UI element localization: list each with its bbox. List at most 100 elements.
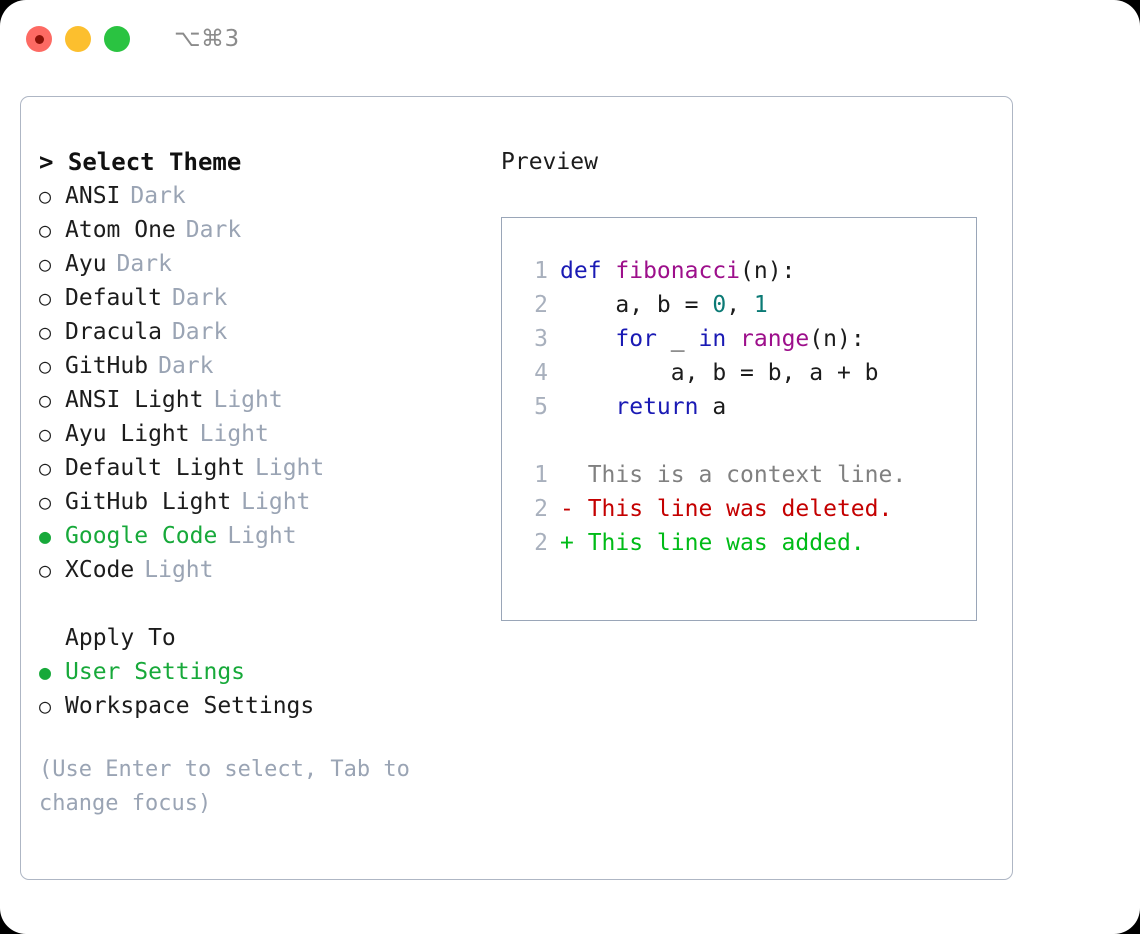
theme-variant-badge: Light — [255, 455, 325, 481]
diff-line: 2 - This line was deleted. — [514, 492, 976, 526]
theme-option-google-code[interactable]: ● Google Code Light — [39, 519, 499, 553]
code-token-kw: for — [615, 326, 657, 352]
code-line-content: for _ in range(n): — [560, 322, 865, 356]
apply-to-option-label: User Settings — [65, 659, 246, 685]
theme-variant-badge: Light — [199, 421, 269, 447]
theme-option-label: Atom One — [65, 217, 176, 243]
theme-option-label: Google Code — [65, 523, 218, 549]
keyboard-shortcut-label: ⌥⌘3 — [174, 26, 240, 52]
code-line-content: a, b = 0, 1 — [560, 288, 768, 322]
list-spacer — [39, 587, 499, 621]
theme-option-label: Ayu Light — [65, 421, 190, 447]
theme-option-atom-one[interactable]: ○ Atom One Dark — [39, 213, 499, 247]
theme-variant-badge: Dark — [158, 353, 214, 379]
theme-option-label: Dracula — [65, 319, 162, 345]
apply-to-heading: Apply To — [65, 625, 176, 651]
radio-unselected-icon: ○ — [39, 286, 52, 310]
maximize-button[interactable] — [104, 26, 130, 52]
line-number: 3 — [534, 326, 548, 352]
theme-variant-badge: Dark — [130, 183, 186, 209]
code-token-fn: fibonacci — [615, 258, 741, 284]
radio-unselected-icon: ○ — [39, 252, 52, 276]
line-number: 1 — [534, 462, 548, 488]
theme-option-label: ANSI Light — [65, 387, 204, 413]
code-token-txt: (n): — [809, 326, 865, 352]
radio-unselected-icon: ○ — [39, 694, 52, 718]
theme-option-label: ANSI — [65, 183, 121, 209]
theme-variant-badge: Dark — [171, 319, 228, 345]
code-line-content: return a — [560, 390, 726, 424]
radio-unselected-icon: ○ — [39, 490, 52, 514]
diff-sample: 1 This is a context line. 2 - This line wa… — [514, 458, 976, 560]
code-line-content: This is a context line. — [560, 458, 907, 492]
line-number: 2 — [534, 292, 548, 318]
code-token-kw: return — [615, 394, 699, 420]
apply-to-list: ● User Settings ○ Workspace Settings — [39, 655, 499, 723]
code-token-txt: , — [726, 292, 754, 318]
theme-variant-badge: Light — [227, 523, 297, 549]
minimize-button[interactable] — [65, 26, 91, 52]
close-button[interactable] — [26, 26, 52, 52]
radio-unselected-icon: ○ — [39, 558, 52, 582]
line-number: 4 — [534, 360, 548, 386]
line-number: 5 — [534, 394, 548, 420]
code-token-txt: a, b = — [560, 292, 713, 318]
apply-to-option-user-settings[interactable]: ● User Settings — [39, 655, 499, 689]
code-line: 3 for _ in range(n): — [514, 322, 976, 356]
code-token-num: 1 — [753, 292, 768, 318]
code-token-txt — [726, 326, 740, 352]
window-controls — [26, 26, 130, 52]
theme-option-github-light[interactable]: ○ GitHub Light Light — [39, 485, 499, 519]
apply-to-option-label: Workspace Settings — [65, 693, 315, 719]
code-token-num: 0 — [712, 292, 727, 318]
theme-option-xcode[interactable]: ○ XCode Light — [39, 553, 499, 587]
theme-variant-badge: Light — [144, 557, 214, 583]
code-line: 2 a, b = 0, 1 — [514, 288, 976, 322]
line-number: 2 — [534, 496, 548, 522]
theme-variant-badge: Dark — [185, 217, 242, 243]
theme-option-label: GitHub Light — [65, 489, 232, 515]
theme-option-label: GitHub — [65, 353, 149, 379]
code-token-del: - This line was deleted. — [560, 496, 893, 522]
code-line: 5 return a — [514, 390, 976, 424]
preview-title: Preview — [501, 149, 598, 175]
theme-variant-badge: Light — [241, 489, 311, 515]
radio-selected-icon: ● — [39, 660, 52, 684]
code-token-txt: a, b = b, a + b — [560, 360, 879, 386]
theme-option-label: Default — [65, 285, 162, 311]
radio-unselected-icon: ○ — [39, 218, 52, 242]
title-bar: ⌥⌘3 — [0, 0, 1140, 78]
radio-unselected-icon: ○ — [39, 388, 52, 412]
code-line-content: - This line was deleted. — [560, 492, 892, 526]
keyboard-hint: (Use Enter to select, Tab to change focu… — [39, 757, 410, 816]
apply-to-option-workspace-settings[interactable]: ○ Workspace Settings — [39, 689, 499, 723]
line-number: 1 — [534, 258, 548, 284]
code-token-txt: (n): — [740, 258, 796, 284]
code-line-content: def fibonacci(n): — [560, 254, 795, 288]
code-line: 4 a, b = b, a + b — [514, 356, 976, 390]
code-token-ctx: This is a context line. — [560, 462, 907, 488]
theme-variant-badge: Dark — [116, 251, 172, 277]
theme-option-label: XCode — [65, 557, 135, 583]
code-token-kw: in — [698, 326, 727, 352]
radio-selected-icon: ● — [39, 524, 52, 548]
code-token-kw: def — [560, 258, 616, 284]
code-line-content: + This line was added. — [560, 526, 865, 560]
code-token-txt: _ — [656, 326, 699, 352]
